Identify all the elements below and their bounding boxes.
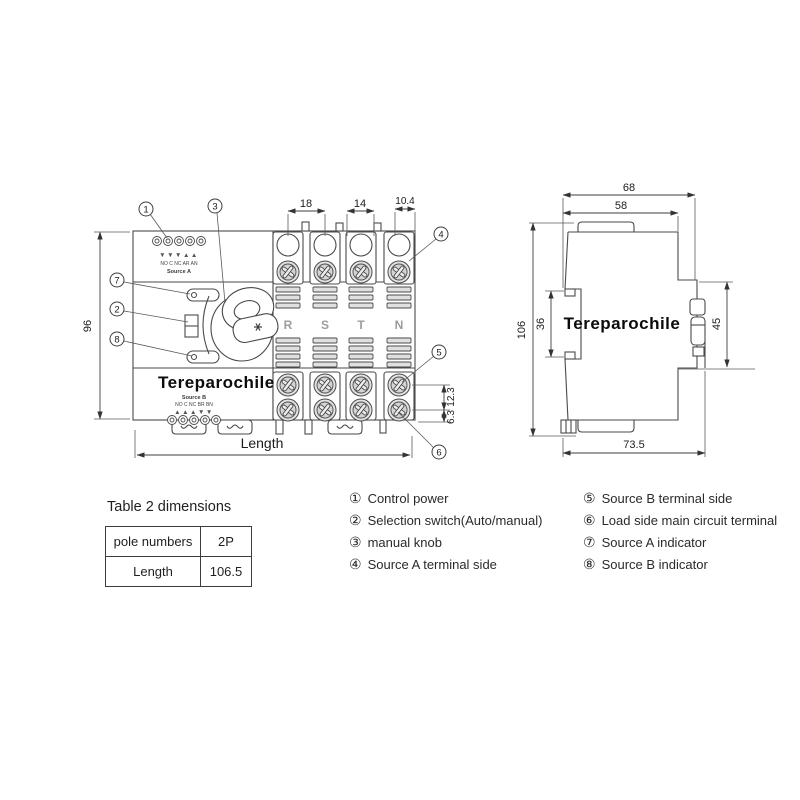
dim-96: 96	[82, 320, 94, 332]
dimensions-table-section: Table 2 dimensions pole numbers 2P Lengt…	[105, 499, 252, 587]
callout-4: 4	[438, 230, 443, 241]
knob-star-icon	[254, 323, 262, 331]
legend-label-3: manual knob	[367, 534, 443, 550]
source-b-label: Source B	[182, 395, 206, 401]
dim-36: 36	[535, 318, 547, 330]
side-top-tab	[577, 221, 635, 232]
side-foot	[560, 419, 577, 434]
legend-num-4: ④	[349, 555, 362, 572]
callout-6: 6	[436, 448, 441, 459]
dim-length: Length	[241, 435, 284, 451]
phase-label-r: R	[284, 318, 293, 332]
dim-73-5: 73.5	[623, 439, 644, 451]
arrow-row-b: ▲▲▲▼▼	[174, 409, 214, 416]
side-bottom-tab	[577, 420, 635, 433]
dim-58: 58	[615, 200, 627, 212]
table-cell-length-value: 106.5	[200, 556, 252, 587]
contact-labels-a: NO C NC AR AN	[160, 261, 198, 267]
legend-label-6: Load side main circuit terminal	[601, 512, 778, 528]
legend-num-5: ⑤	[583, 489, 596, 506]
manual-knob	[210, 287, 279, 362]
control-power-block: ▼▼▼▲▲ NO C NC AR AN Source A	[152, 236, 206, 275]
legend-column-left: ① Control power ② Selection switch(Auto/…	[349, 487, 542, 575]
legend-num-8: ⑧	[583, 555, 596, 572]
front-view: R S T N ▼▼▼▲▲ NO C NC AR AN Source A Sou…	[82, 196, 457, 460]
source-a-indicator	[186, 288, 220, 302]
dim-68: 68	[623, 182, 635, 194]
phase-label-n: N	[395, 318, 404, 332]
callout-5: 5	[436, 348, 441, 359]
front-callouts: 1 3 4 7 2 8 5 6	[109, 198, 449, 460]
selection-switch	[184, 314, 199, 338]
side-dimensions: 68 58 106 36 45 73.5	[516, 182, 733, 457]
callout-2: 2	[114, 305, 119, 316]
dim-6-3: 6.3	[446, 410, 457, 424]
legend-item-manual-knob: ③ manual knob	[349, 531, 542, 553]
din-clip	[689, 298, 706, 368]
legend-label-8: Source B indicator	[601, 556, 708, 572]
legend-num-2: ②	[349, 511, 362, 528]
legend-item-source-a-terminal: ④ Source A terminal side	[349, 553, 542, 575]
legend-item-selection-switch: ② Selection switch(Auto/manual)	[349, 509, 542, 531]
watermark-front: Tereparochile	[158, 373, 275, 392]
side-view: Tereparochile 68 58 106 36 45 73.5	[516, 182, 755, 457]
dim-12-3: 12.3	[446, 387, 457, 407]
legend-item-source-a-indicator: ⑦ Source A indicator	[583, 531, 777, 553]
legend-label-7: Source A indicator	[601, 534, 707, 550]
legend-num-1: ①	[349, 489, 362, 506]
legend-label-5: Source B terminal side	[601, 490, 733, 506]
phase-label-t: T	[357, 318, 365, 332]
dim-10-4: 10.4	[395, 196, 415, 207]
watermark-side: Tereparochile	[564, 314, 681, 333]
source-a-label: Source A	[167, 269, 191, 275]
arrow-row-a: ▼▼▼▲▲	[159, 252, 199, 259]
legend-item-source-b-terminal: ⑤ Source B terminal side	[583, 487, 777, 509]
callout-3: 3	[212, 202, 217, 213]
table-cell-2p: 2P	[200, 526, 252, 557]
phase-label-s: S	[321, 318, 329, 332]
din-rail-channel	[564, 288, 582, 360]
front-dimensions: 96 Length 18 14 10.4 12.3	[82, 196, 457, 458]
legend-column-right: ⑤ Source B terminal side ⑥ Load side mai…	[583, 487, 777, 575]
contact-labels-b: NO C NC BR BN	[175, 402, 213, 408]
legend-label-1: Control power	[367, 490, 449, 506]
legend-num-7: ⑦	[583, 533, 596, 550]
table-row: pole numbers 2P	[105, 526, 252, 557]
legend-item-source-b-indicator: ⑧ Source B indicator	[583, 553, 777, 575]
table-cell-length: Length	[105, 556, 201, 587]
dim-45: 45	[711, 318, 723, 330]
source-b-indicator	[186, 350, 220, 364]
dim-106: 106	[516, 321, 528, 339]
callout-7: 7	[114, 276, 119, 287]
legend-item-load-side-terminal: ⑥ Load side main circuit terminal	[583, 509, 777, 531]
table-title: Table 2 dimensions	[107, 499, 232, 515]
knob-travel-arc	[202, 295, 210, 355]
legend-label-4: Source A terminal side	[367, 556, 497, 572]
legend-num-6: ⑥	[583, 511, 596, 528]
table-row: Length 106.5	[105, 556, 252, 587]
callout-1: 1	[143, 205, 148, 216]
legend-num-3: ③	[349, 533, 362, 550]
table-cell-pole-numbers: pole numbers	[105, 526, 201, 557]
legend-item-control-power: ① Control power	[349, 487, 542, 509]
dim-18: 18	[300, 198, 312, 210]
bottom-connector-feet	[171, 419, 363, 435]
dim-14: 14	[354, 198, 366, 210]
dimensions-table: pole numbers 2P Length 106.5	[105, 526, 252, 587]
callout-8: 8	[114, 335, 119, 346]
legend-label-2: Selection switch(Auto/manual)	[367, 512, 543, 528]
source-b-block: Source B NO C NC BR BN ▲▲▲▼▼	[167, 395, 221, 425]
